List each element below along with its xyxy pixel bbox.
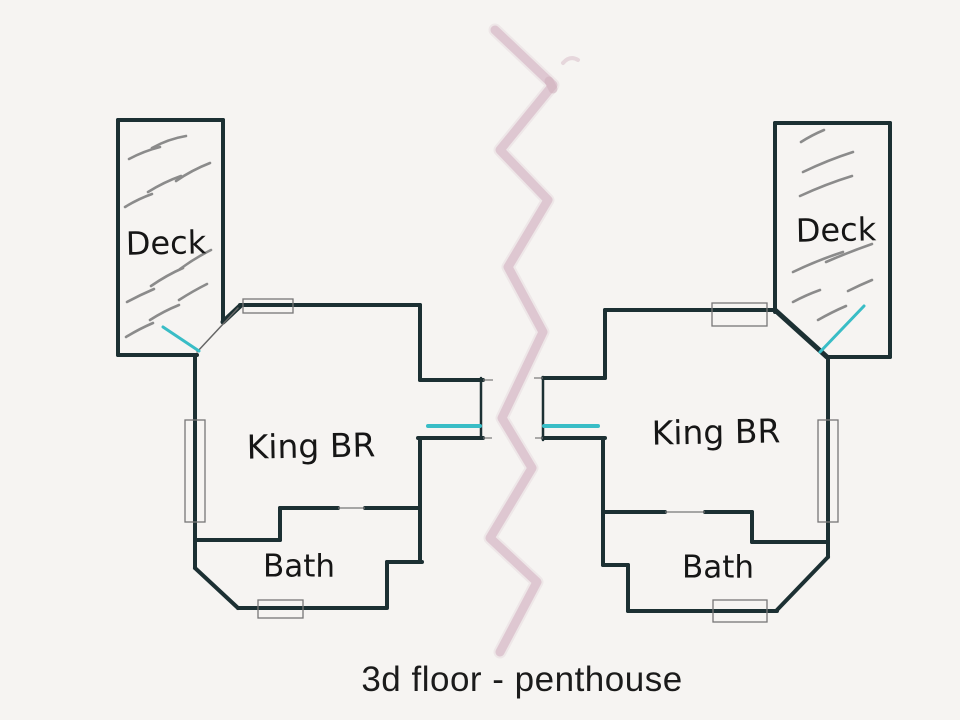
- floor-caption: 3d floor - penthouse: [361, 660, 683, 699]
- right-bath-label: Bath: [681, 549, 755, 586]
- right-unit-doors: [542, 304, 866, 428]
- left-unit-windows: [184, 298, 304, 619]
- left-bedroom-side-window: [184, 419, 206, 523]
- right-bedroom-side-window: [817, 419, 839, 523]
- right-bedroom-label: King BR: [651, 411, 781, 453]
- left-bath-window: [257, 599, 304, 619]
- left-deck-hatching: [123, 134, 213, 339]
- right-bath-window: [712, 599, 768, 623]
- right-unit-windows: [711, 302, 839, 623]
- left-unit-walls: [116, 118, 493, 610]
- tear-divider-line: [483, 23, 580, 659]
- left-bedroom-label: King BR: [246, 425, 376, 467]
- left-bath-label: Bath: [262, 548, 336, 585]
- left-deck-door-icon: [161, 325, 201, 353]
- right-deck-door-icon: [818, 304, 866, 354]
- left-bedroom-top-window: [242, 298, 294, 314]
- right-deck-label: Deck: [795, 210, 877, 250]
- left-deck-opening-line: [196, 307, 239, 353]
- right-deck-hatching: [791, 128, 874, 322]
- left-deck-label: Deck: [125, 223, 207, 263]
- tear-stray-mark: [561, 56, 580, 65]
- right-bedroom-top-window: [711, 302, 768, 327]
- right-unit-walls: [534, 121, 892, 613]
- left-unit-doors: [161, 325, 482, 428]
